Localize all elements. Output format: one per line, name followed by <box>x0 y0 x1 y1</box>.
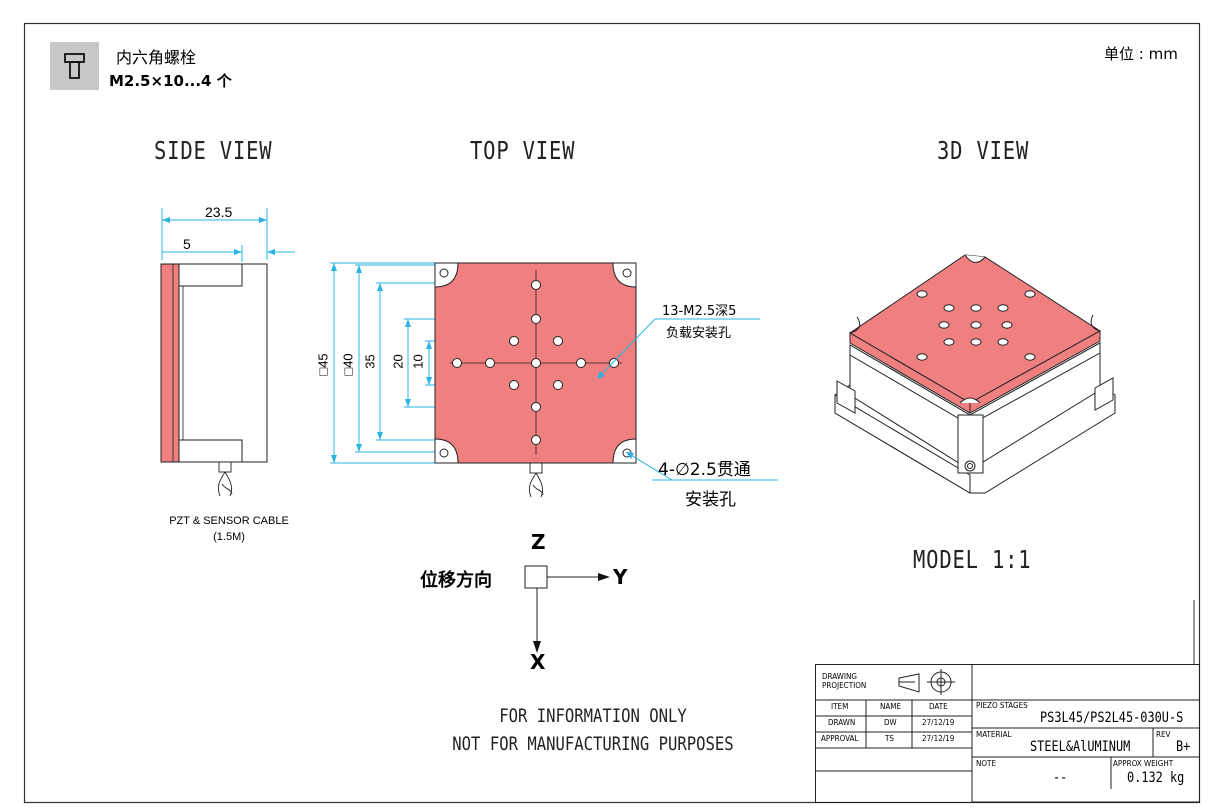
col-name: NAME <box>880 702 902 711</box>
title-block-grid <box>815 664 1200 803</box>
cable-label: PZT & SENSOR CABLE (1.5M) <box>160 515 298 543</box>
row-drawn-date: 27/12/19 <box>922 718 955 727</box>
threaded-hole-spec: 13-M2.5深5 <box>662 304 737 319</box>
iso-view-drawing <box>834 254 1116 494</box>
col-item: ITEM <box>831 702 849 711</box>
weight-value: 0.132 kg <box>1127 770 1185 786</box>
top-view-drawing <box>330 262 778 498</box>
top-dim-10: 10 <box>410 354 426 369</box>
axis-diagram <box>524 565 610 653</box>
top-dim-35: 35 <box>362 354 378 369</box>
row-drawn-name: DW <box>884 718 897 727</box>
projection-label-2: PROJECTION <box>822 681 867 690</box>
projection-label-1: DRAWING <box>822 672 857 681</box>
rev-label: REV <box>1156 730 1171 739</box>
mount-hole-spec: 4-∅2.5贯通 <box>658 460 751 480</box>
disclaimer-line-1: FOR INFORMATION ONLY <box>499 705 687 727</box>
row-approval-name: TS <box>885 734 894 743</box>
unit-label: 单位 : mm <box>1104 45 1178 63</box>
product-label: PIEZO STAGES <box>976 701 1028 710</box>
top-view-title: TOP VIEW <box>470 136 576 165</box>
row-approval-item: APPROVAL <box>821 734 859 743</box>
side-dim-step: 5 <box>183 236 191 252</box>
axis-y-label: Y <box>613 565 628 589</box>
side-view-drawing <box>160 208 295 497</box>
material-label: MATERIAL <box>976 730 1012 739</box>
row-approval-date: 27/12/19 <box>922 734 955 743</box>
cable-length: (1.5M) <box>213 531 245 543</box>
model-scale-label: MODEL 1:1 <box>913 545 1032 574</box>
side-dim-overall: 23.5 <box>205 204 233 220</box>
cable-label-text: PZT & SENSOR CABLE <box>169 515 289 527</box>
top-dim-45: □45 <box>315 353 331 376</box>
side-view-title: SIDE VIEW <box>154 136 273 165</box>
col-date: DATE <box>929 702 948 711</box>
weight-label: APPROX WEIGHT <box>1113 759 1174 768</box>
disclaimer: FOR INFORMATION ONLY NOT FOR MANUFACTURI… <box>400 705 786 755</box>
bolt-spec: M2.5×10...4 个 <box>109 72 232 90</box>
axis-z-label: Z <box>531 530 546 554</box>
row-drawn-item: DRAWN <box>828 718 856 727</box>
axis-caption: 位移方向 <box>420 570 492 591</box>
mount-hole-purpose: 安装孔 <box>685 490 736 510</box>
projection-symbol-icon <box>898 669 955 695</box>
axis-x-label: X <box>530 650 546 674</box>
note-label: NOTE <box>976 759 996 768</box>
product-value: PS3L45/PS2L45-030U-S <box>1040 710 1184 726</box>
material-value: STEEL&AlUMINUM <box>1030 739 1131 755</box>
bolt-icon-box <box>50 42 99 90</box>
bolt-name: 内六角螺栓 <box>116 48 197 67</box>
threaded-hole-purpose: 负载安装孔 <box>666 326 732 341</box>
hex-bolt-icon <box>64 53 85 79</box>
top-dim-20: 20 <box>390 354 406 369</box>
disclaimer-line-2: NOT FOR MANUFACTURING PURPOSES <box>452 733 734 755</box>
note-value: -- <box>1053 770 1068 786</box>
iso-view-title: 3D VIEW <box>937 136 1030 165</box>
top-dim-40: □40 <box>340 353 356 376</box>
rev-value: B+ <box>1176 739 1191 755</box>
